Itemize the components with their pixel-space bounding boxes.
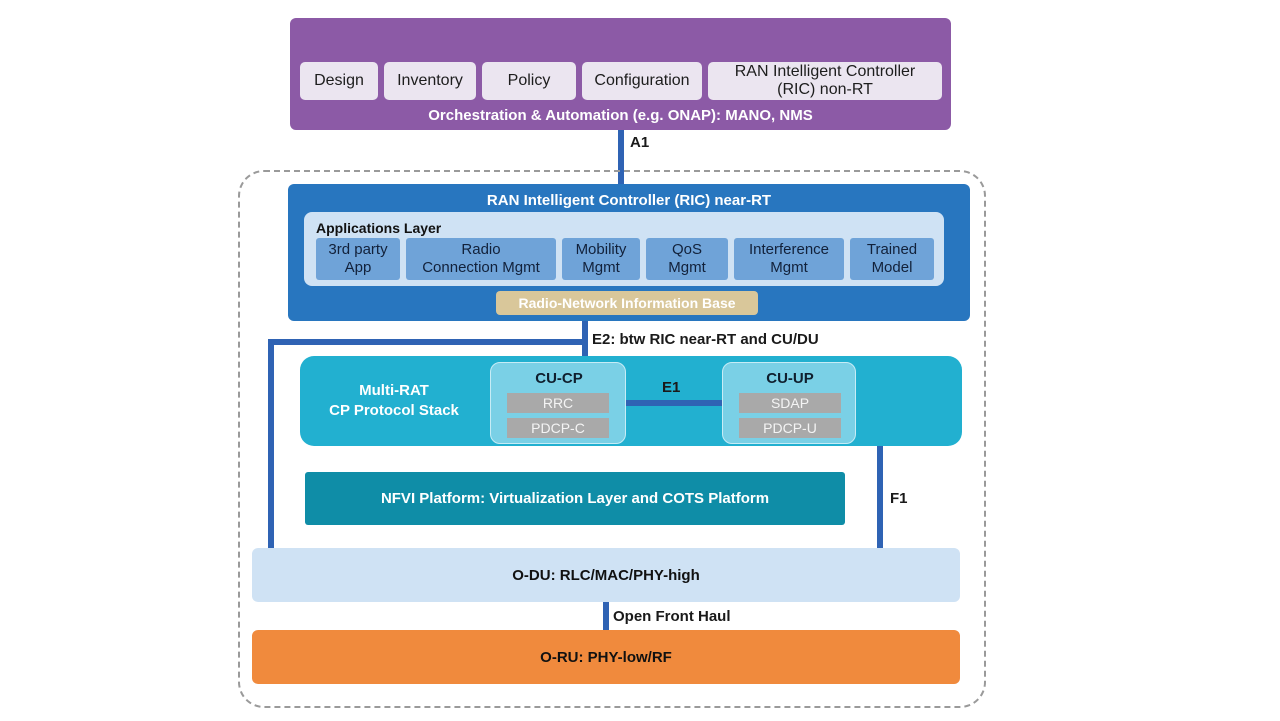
- design-box: Design: [300, 62, 378, 100]
- app-interference-mgmt: Interference Mgmt: [734, 238, 844, 280]
- app-trained-model: Trained Model: [850, 238, 934, 280]
- applications-layer: Applications Layer 3rd party App Radio C…: [304, 212, 944, 286]
- f1-connector: [877, 446, 883, 549]
- a1-connector: [618, 130, 624, 184]
- orchestration-panel: Design Inventory Policy Configuration RA…: [290, 18, 951, 130]
- cu-cp-title: CU-CP: [535, 369, 583, 387]
- ran-container: [238, 170, 986, 708]
- e2-connector-horizontal: [268, 339, 588, 345]
- nfvi-platform: NFVI Platform: Virtualization Layer and …: [305, 472, 845, 525]
- cu-up-title: CU-UP: [766, 369, 814, 387]
- app-mobility-mgmt: Mobility Mgmt: [562, 238, 640, 280]
- cu-up-box: CU-UP SDAP PDCP-U: [722, 362, 856, 444]
- configuration-box: Configuration: [582, 62, 702, 100]
- e1-connector: [626, 400, 722, 406]
- ric-near-rt-title: RAN Intelligent Controller (RIC) near-RT: [486, 191, 772, 209]
- f1-label: F1: [890, 490, 908, 507]
- pdcp-u-layer: PDCP-U: [739, 418, 841, 438]
- cu-cp-box: CU-CP RRC PDCP-C: [490, 362, 626, 444]
- pdcp-c-layer: PDCP-C: [507, 418, 609, 438]
- app-radio-connection-mgmt: Radio Connection Mgmt: [406, 238, 556, 280]
- sdap-layer: SDAP: [739, 393, 841, 413]
- orchestration-footer: Orchestration & Automation (e.g. ONAP): …: [428, 106, 813, 124]
- app-qos-mgmt: QoS Mgmt: [646, 238, 728, 280]
- applications-layer-title: Applications Layer: [316, 220, 442, 236]
- e2-connector-down: [268, 339, 274, 549]
- multi-rat-label: Multi-RAT CP Protocol Stack: [329, 382, 459, 419]
- fronthaul-label: Open Front Haul: [613, 608, 731, 625]
- fronthaul-connector: [603, 602, 609, 630]
- ric-non-rt-box: RAN Intelligent Controller (RIC) non-RT: [708, 62, 942, 100]
- policy-box: Policy: [482, 62, 576, 100]
- rrc-layer: RRC: [507, 393, 609, 413]
- o-ru-box: O-RU: PHY-low/RF: [252, 630, 960, 684]
- o-du-box: O-DU: RLC/MAC/PHY-high: [252, 548, 960, 602]
- e1-label: E1: [662, 379, 681, 396]
- rnib-box: Radio-Network Information Base: [496, 291, 758, 315]
- e2-label: E2: btw RIC near-RT and CU/DU: [592, 331, 819, 348]
- app-3rd-party: 3rd party App: [316, 238, 400, 280]
- inventory-box: Inventory: [384, 62, 476, 100]
- a1-label: A1: [630, 134, 650, 151]
